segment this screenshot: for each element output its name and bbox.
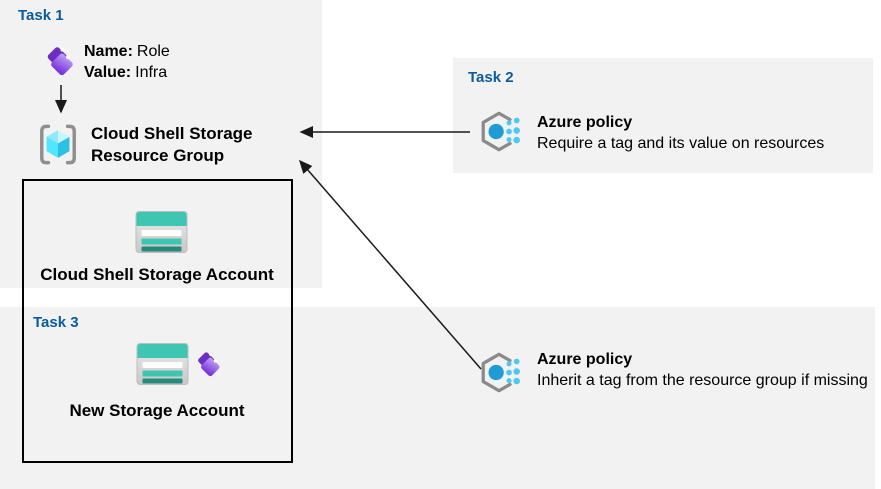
resource-group-boundary-box [22, 179, 293, 463]
inherit-policy-text: Azure policy Inherit a tag from the reso… [537, 349, 873, 392]
new-storage-account-label: New Storage Account [69, 401, 245, 420]
policy-title: Azure policy [537, 351, 633, 368]
task3-label: Task 3 [33, 314, 79, 331]
azure-policy-icon [477, 109, 521, 154]
policy-description: Require a tag and its value on resources [537, 135, 825, 152]
require-policy-text: Azure policy Require a tag and its value… [537, 112, 873, 155]
azure-policy-icon [477, 350, 521, 395]
tag-icon [195, 349, 224, 380]
tag-value-line: Value:Infra [84, 64, 168, 81]
resource-group-label: Cloud Shell Storage Resource Group [91, 124, 253, 165]
task2-label: Task 2 [468, 69, 514, 86]
policy-title: Azure policy [537, 114, 633, 131]
cloud-shell-storage-account-label: Cloud Shell Storage Account [40, 265, 274, 284]
task1-label: Task 1 [18, 7, 64, 24]
tag-name-line: Name:Role [84, 43, 170, 60]
policy-description: Inherit a tag from the resource group if… [537, 372, 868, 389]
storage-account-icon [136, 343, 189, 385]
resource-group-icon [37, 122, 79, 167]
tag-name-value-text: Name:Role Value:Infra [84, 41, 170, 83]
tag-icon [44, 43, 78, 80]
task2-panel [453, 58, 873, 173]
storage-account-icon [135, 211, 188, 253]
